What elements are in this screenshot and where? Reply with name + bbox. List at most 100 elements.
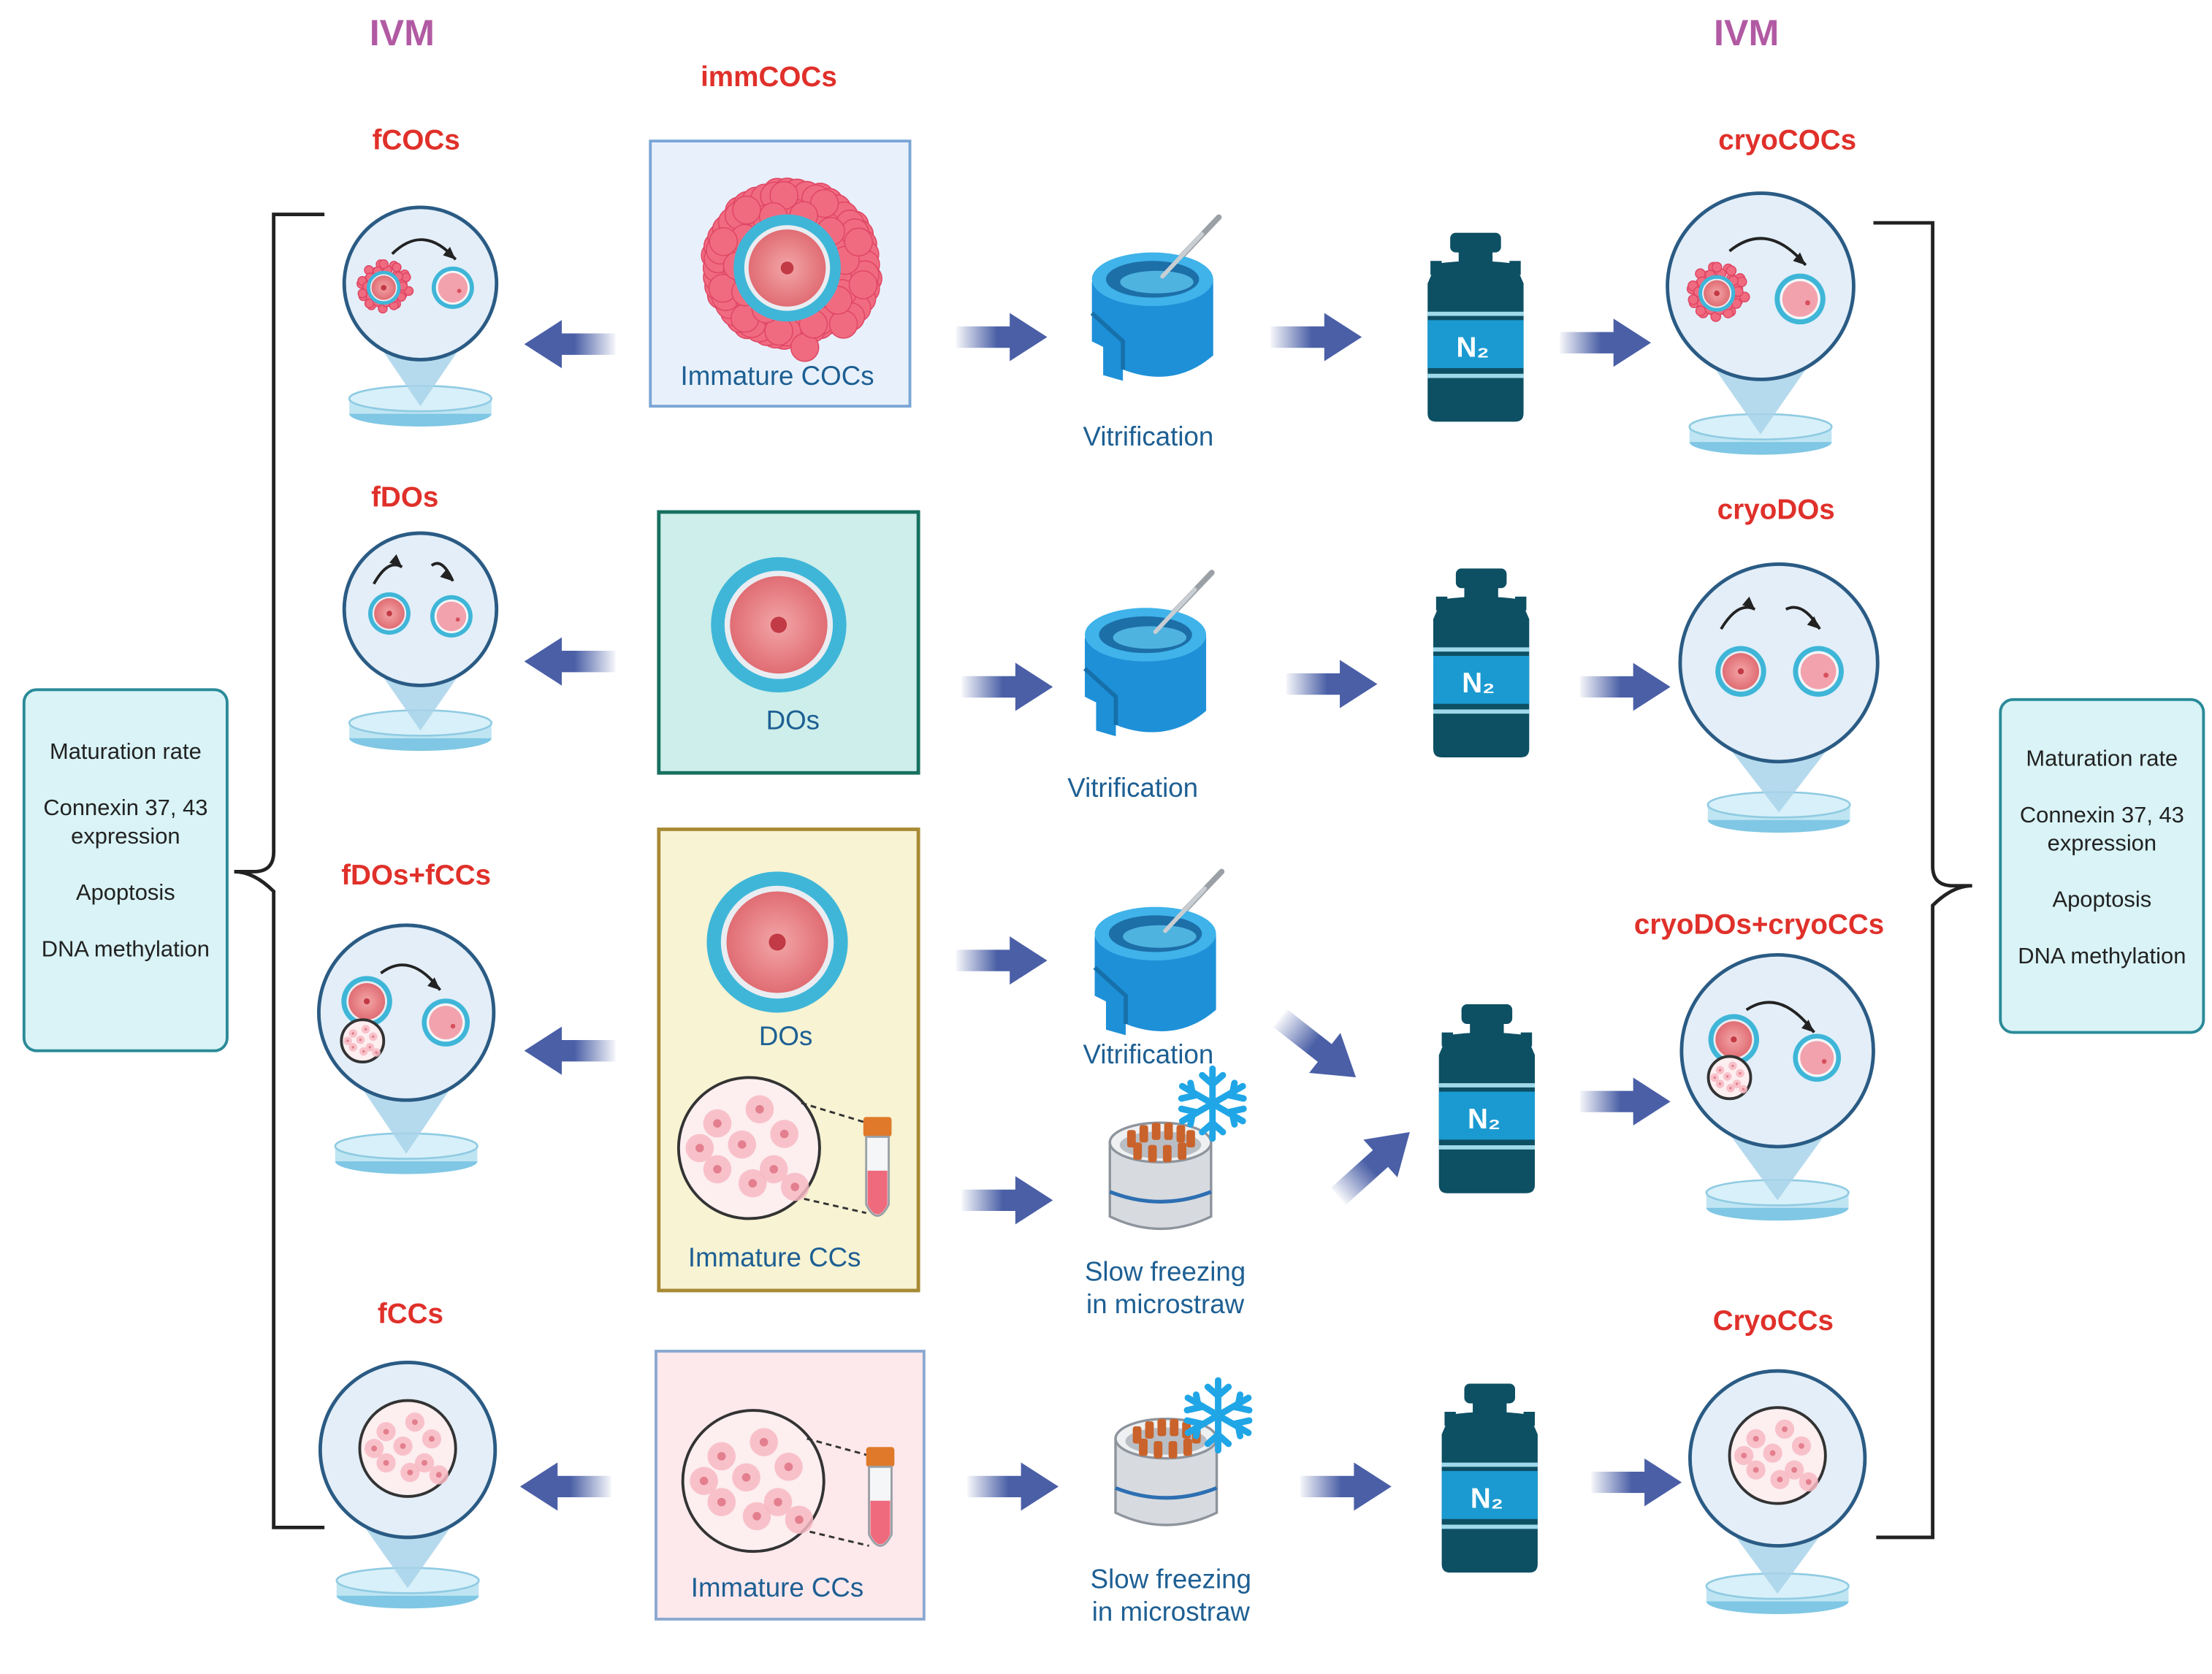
pin-oocyte — [1715, 646, 1766, 697]
dashed-line — [804, 1198, 867, 1215]
bracket-left — [234, 213, 325, 1529]
svg-text:N₂: N₂ — [1471, 1483, 1503, 1514]
arrow-right — [1579, 662, 1671, 711]
svg-text:N₂: N₂ — [1462, 668, 1495, 699]
ivm-left-label: IVM — [369, 11, 435, 54]
arrow-diagonal-up — [1321, 1113, 1427, 1215]
arrow-right — [961, 1176, 1053, 1225]
arrow-left — [524, 320, 616, 369]
pin-oocyte — [367, 270, 401, 305]
arrow-right — [956, 936, 1048, 985]
assessment-left-0: Maturation rate — [49, 740, 202, 765]
pin-fcocs — [342, 205, 499, 428]
assessment-left-3: DNA methylation — [41, 938, 210, 963]
centrifuge-tube-icon — [866, 1447, 895, 1547]
liquid-nitrogen-tank-icon: N₂ — [1438, 1004, 1536, 1193]
pin-mature-oocyte — [430, 595, 473, 638]
vitrification-device-icon — [1085, 573, 1212, 736]
dashed-line — [806, 1437, 869, 1457]
cryodos-cryoccs-label: cryoDOs+cryoCCs — [1633, 909, 1885, 941]
maturation-arrow-icon — [1745, 1001, 1815, 1033]
svg-text:N₂: N₂ — [1457, 332, 1490, 364]
ivm-right-label: IVM — [1714, 11, 1780, 54]
fccs-label: fCCs — [377, 1299, 444, 1331]
vitrification-label-3: Vitrification — [1083, 1041, 1214, 1071]
vitrification-device-icon — [1095, 871, 1222, 1035]
pin-cryodos — [1678, 562, 1880, 834]
pin-mature-oocyte — [1793, 1033, 1842, 1082]
assessment-left-2: Apoptosis — [76, 881, 175, 906]
pin-mature-oocyte — [1793, 646, 1844, 697]
assessment-right-0: Maturation rate — [2026, 747, 2178, 772]
bracket-right — [1873, 221, 1972, 1540]
pin-oocyte — [368, 592, 411, 635]
cryo-canister-icon — [1110, 1123, 1211, 1228]
arrow-left — [519, 1462, 611, 1511]
pin-fdos — [342, 531, 499, 752]
dos-label-row2: DOs — [766, 706, 820, 737]
pin-cumulus-cells — [1728, 1406, 1827, 1505]
pin-cumulus-cells — [1706, 1055, 1753, 1101]
cumulus-cells-illustration-3 — [681, 1409, 825, 1553]
vitrification-label-2: Vitrification — [1067, 774, 1199, 804]
assessment-right-2: Apoptosis — [2052, 888, 2152, 913]
fdos-fccs-label: fDOs+fCCs — [341, 860, 492, 892]
cryo-canister-icon — [1115, 1419, 1217, 1525]
pin-oocyte — [1708, 1014, 1760, 1065]
maturation-arrow-icon — [373, 554, 403, 585]
arrow-left — [524, 1026, 616, 1075]
arrow-right — [956, 313, 1048, 362]
arrow-right — [1300, 1462, 1392, 1511]
arrow-right — [1286, 660, 1378, 708]
dashed-line — [809, 1530, 869, 1547]
fdos-label: fDOs — [371, 482, 439, 513]
arrow-right — [1560, 318, 1652, 367]
arrow-right — [967, 1462, 1059, 1511]
pin-cumulus-cells — [340, 1018, 386, 1064]
cryodos-label: cryoDOs — [1717, 494, 1835, 527]
fcocs-label: fCOCs — [372, 125, 460, 157]
centrifuge-tube-icon — [863, 1117, 892, 1218]
pin-mature-oocyte — [431, 266, 474, 309]
pin-mature-oocyte — [1774, 273, 1826, 325]
arrow-diagonal-down — [1265, 998, 1372, 1098]
liquid-nitrogen-tank-icon: N₂ — [1427, 232, 1524, 422]
dos-label-row3: DOs — [758, 1023, 813, 1052]
liquid-nitrogen-tank-icon: N₂ — [1441, 1383, 1538, 1573]
immature-ccs-label-row4: Immature CCs — [690, 1574, 864, 1604]
liquid-nitrogen-tank-icon: N₂ — [1433, 568, 1530, 758]
pin-oocyte — [341, 976, 392, 1027]
slow-freezing-label-2: Slow freezing in microstraw — [1090, 1565, 1251, 1628]
immature-cocs-label: Immature COCs — [680, 362, 874, 392]
arrow-right — [1270, 313, 1362, 362]
maturation-arrow-icon — [1720, 596, 1756, 630]
vitrification-device-icon — [1092, 217, 1219, 381]
pin-oocyte — [1698, 275, 1736, 312]
slow-freezing-label-1: Slow freezing in microstraw — [1084, 1258, 1246, 1321]
assessment-right-3: DNA methylation — [2018, 944, 2186, 969]
arrow-right — [1591, 1458, 1682, 1507]
immature-ccs-label-row3: Immature CCs — [687, 1244, 861, 1274]
svg-text:N₂: N₂ — [1468, 1104, 1500, 1135]
denuded-oocyte-illustration — [711, 557, 847, 693]
maturation-arrow-icon — [1728, 237, 1807, 267]
cumulus-cells-illustration-2 — [676, 1076, 821, 1220]
assessment-right-1: Connexin 37, 43 expression — [2019, 803, 2184, 857]
dashed-line — [801, 1101, 867, 1124]
immature-coc-oocyte — [733, 214, 841, 322]
arrow-right — [961, 662, 1053, 711]
immcocs-title: immCOCs — [701, 61, 837, 93]
pin-cumulus-cells — [358, 1399, 457, 1498]
pin-mature-oocyte — [422, 998, 470, 1047]
denuded-oocyte-illustration-2 — [706, 871, 848, 1013]
arrow-right — [1579, 1077, 1671, 1125]
assessment-left-1: Connexin 37, 43 expression — [43, 797, 208, 849]
pin-cryococs — [1666, 191, 1856, 456]
cryococs-label: cryoCOCs — [1718, 125, 1857, 157]
